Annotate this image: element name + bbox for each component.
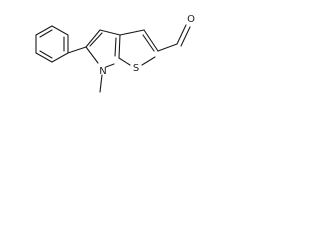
bond <box>99 29 121 36</box>
bond <box>157 43 178 52</box>
bond <box>99 74 103 93</box>
bond <box>51 52 69 63</box>
bond <box>143 29 159 52</box>
bond <box>118 34 121 59</box>
bond <box>35 25 53 36</box>
sulfur-atom-label: S <box>133 63 139 74</box>
bond <box>67 46 87 54</box>
bond <box>85 29 101 48</box>
nitrogen-atom-label: N <box>99 66 106 77</box>
bond <box>51 25 69 36</box>
bond <box>35 52 53 63</box>
double-bond-line <box>89 32 103 47</box>
phenyl-ring <box>35 25 69 63</box>
bond <box>105 63 115 68</box>
bond <box>176 24 187 45</box>
double-bond-line <box>39 29 53 38</box>
double-bond-line <box>180 26 191 47</box>
bond <box>118 57 131 66</box>
bond <box>141 56 156 66</box>
double-bond-line <box>142 34 155 52</box>
bond <box>119 29 145 36</box>
chemical-structure-diagram: N S O <box>35 14 195 93</box>
double-bond-line <box>114 37 117 57</box>
thiophene-ring <box>118 29 159 66</box>
oxygen-atom-label: O <box>187 14 195 25</box>
bond <box>85 46 99 64</box>
pyrrole-ring <box>85 29 121 68</box>
double-bond-line <box>39 50 53 59</box>
